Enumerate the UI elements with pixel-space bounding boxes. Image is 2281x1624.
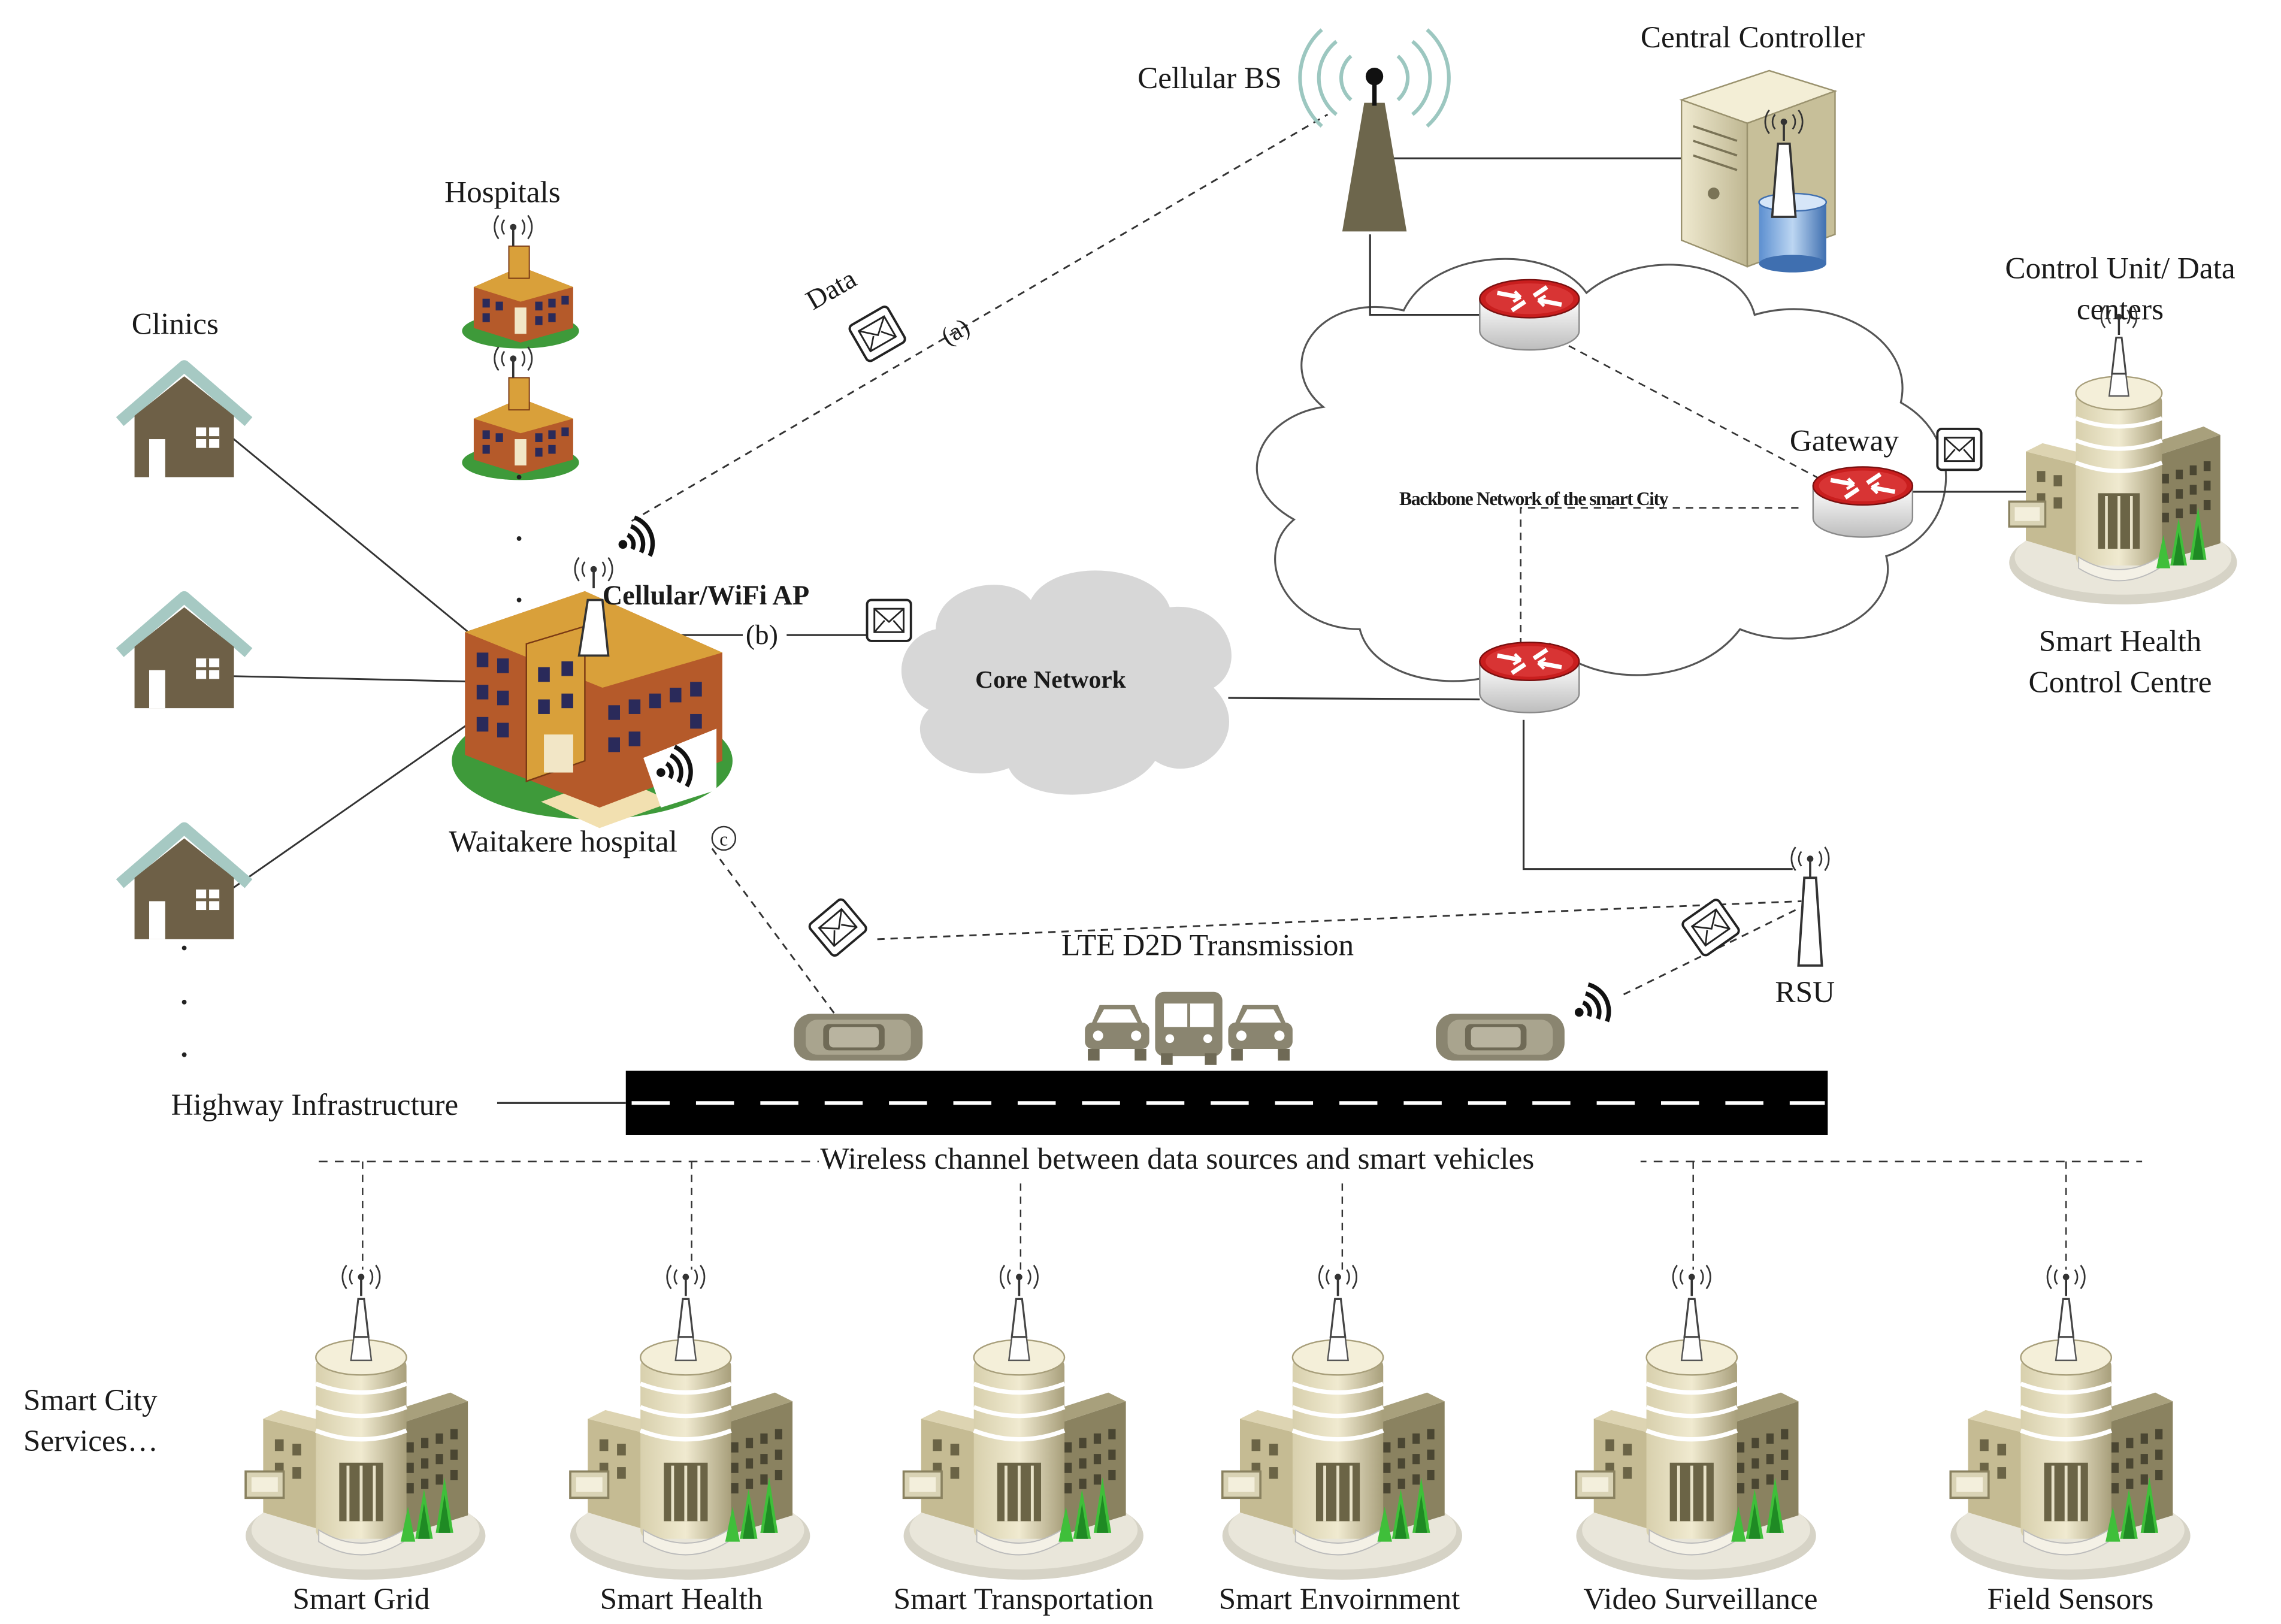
field-sensors-building-icon [1950,1265,2190,1580]
clinic-link-1 [226,433,483,645]
smart-grid-building-icon [246,1265,485,1580]
link-b-envelope-icon [866,598,912,642]
gateway-router-icon [1813,467,1913,537]
cellular-bs-tower [1298,28,1451,232]
bus-icon [1155,991,1223,1065]
link-c-marker [711,825,737,851]
lte-envelope-icon-right [1680,897,1742,958]
video-surveillance-building-icon [1576,1265,1816,1580]
hospital-wifi-signal-icon [643,728,717,808]
more-clinics-dots [181,945,187,1057]
lte-envelope-icon-left [806,896,869,959]
router-top-to-gateway [1557,338,1828,484]
service-drops [362,1161,2067,1270]
wireless-channel-label: Wireless channel between data sources an… [820,1142,1534,1176]
link-c-dashed [711,848,843,1025]
gateway-envelope-icon [1936,427,1983,471]
cellular-bs-label: Cellular BS [1138,61,1282,95]
control-unit-label-line2: centers [2077,292,2164,326]
clinic-house-icon-1 [120,366,249,477]
data-label: Data [801,264,861,316]
link-a-envelope-icon [846,304,908,364]
bs-signal-icon [1298,28,1451,128]
smart-city-services-label-line1: Smart City [23,1383,158,1417]
more-hospitals-dots [516,474,522,603]
front-car-icon-right [1228,1005,1293,1061]
antenna-icon [493,214,533,247]
smart-environment-building-icon [1223,1265,1462,1580]
service-label-smart-grid: Smart Grid [292,1582,429,1616]
smart-health-control-label-line2: Control Centre [2028,665,2212,699]
control-unit-label-line1: Control Unit/ Data [2005,252,2235,286]
clinic-link-2 [226,675,483,683]
smart-health-control-label-line1: Smart Health [2039,624,2202,658]
lte-d2d-line [877,900,1802,940]
router-top-icon [1480,280,1579,350]
gateway-label: Gateway [1790,424,1899,458]
clinic-house-icon-2 [120,597,249,709]
hospitals-label: Hospitals [444,176,561,210]
lte-d2d-label: LTE D2D Transmission [1061,929,1354,963]
bs-to-router-top [1369,234,1480,316]
front-car-icon-left [1085,1005,1149,1061]
service-label-field-sensors: Field Sensors [1987,1582,2154,1616]
router-bottom-icon [1480,642,1579,712]
smart-health-building-icon [570,1265,810,1580]
hospital-icon-1 [461,245,580,349]
smart-city-services-label-line2: Services… [23,1424,158,1458]
ap-wifi-signal-icon [610,514,661,567]
central-controller-server [1679,69,1838,273]
link-c-label: c [719,829,728,850]
service-label-smart-transportation: Smart Transportation [894,1582,1154,1616]
smart-car-icon-right [1436,1014,1565,1061]
control-centre-building-icon [2009,306,2237,604]
service-label-smart-health: Smart Health [600,1582,763,1616]
core-network-cloud [901,570,1232,795]
clinic-house-icon-3 [120,828,249,939]
smart-car-icon-left [794,1014,923,1061]
rsu-antenna [1790,846,1830,967]
clinic-link-3 [226,713,483,893]
cellular-wifi-ap-label: Cellular/WiFi AP [603,580,810,611]
link-a-label: (a) [936,313,974,351]
rsu-label: RSU [1775,975,1835,1009]
link-b-label: (b) [746,620,778,651]
central-controller-label: Central Controller [1641,20,1865,55]
service-label-video-surveillance: Video Surveillance [1583,1582,1817,1616]
hospital-icon-2 [461,377,580,481]
backbone-cloud [1256,258,1947,682]
service-label-smart-environment: Smart Envoirnment [1219,1582,1460,1616]
link-a-dashed [631,113,1329,522]
antenna-icon [493,346,533,379]
smart-transportation-building-icon [904,1265,1143,1580]
waitakere-hospital-label: Waitakere hospital [449,824,677,858]
router-to-rsu [1522,719,1793,870]
highway-infrastructure-label: Highway Infrastructure [171,1088,459,1122]
backbone-network-label: Backbone Network of the smart City [1399,488,1669,509]
clinics-label: Clinics [132,307,219,341]
backbone-dashed [1520,507,1799,644]
car-wifi-signal-icon [1566,981,1617,1034]
core-network-label: Core Network [975,666,1126,693]
core-to-router-bottom [1228,697,1480,701]
